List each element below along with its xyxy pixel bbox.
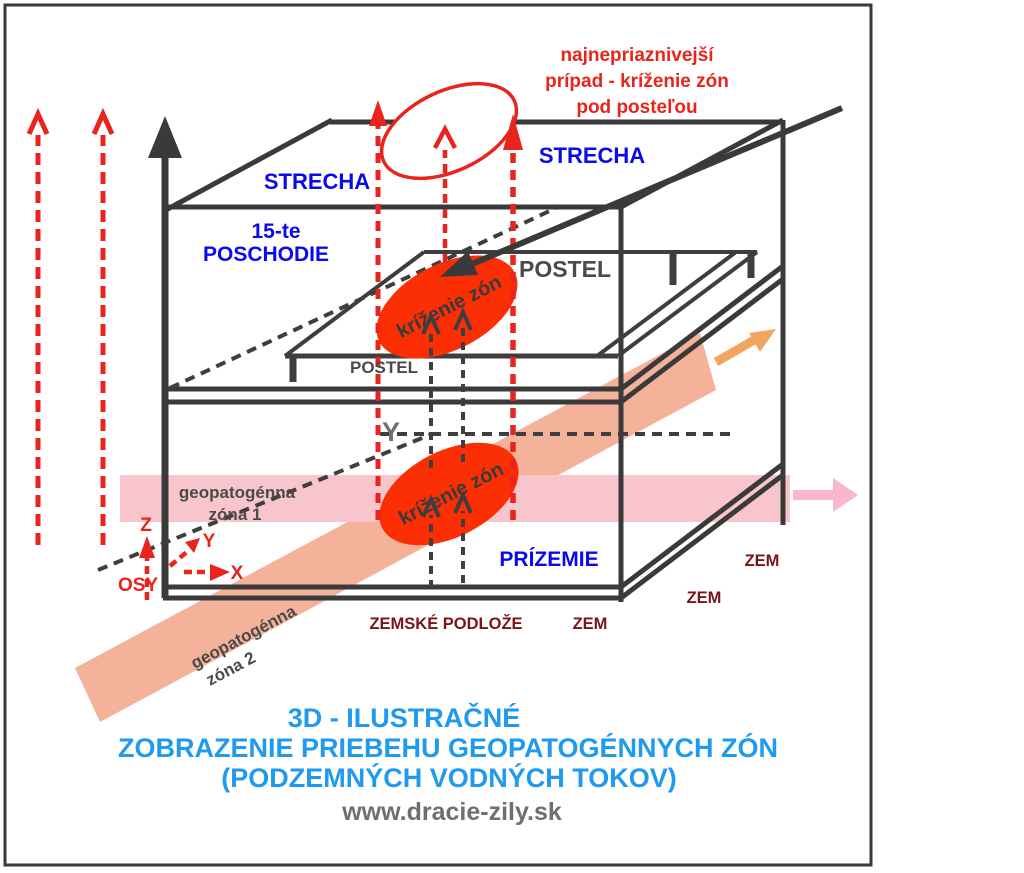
bed: [283, 250, 759, 382]
flow-arrow-a1-head-icon: [421, 494, 441, 518]
floor-slab-lines: [163, 386, 621, 405]
y-axis-arrowhead-icon: [185, 538, 200, 553]
roof-left-label: STRECHA: [264, 169, 370, 194]
guide-dashes: [97, 206, 730, 572]
z-axis-arrowhead-icon: [139, 536, 155, 558]
axes-title: OSY: [118, 575, 158, 596]
worst-case-ellipse: [379, 81, 519, 181]
zem-back-label: ZEM: [745, 552, 780, 570]
y-depth-marker-label: Y: [382, 417, 400, 447]
annotation-pointer-shaft: [470, 105, 844, 267]
flow-arrow-b1-head-icon: [453, 490, 473, 514]
zone1-label-line2: zóna 1: [209, 505, 262, 524]
annotation-line1: najnepriaznivejší: [560, 45, 714, 66]
bed-right-edge-inner: [595, 250, 738, 358]
title-line3: (PODZEMNÝCH VODNÝCH TOKOV): [221, 762, 677, 793]
floor-slab-depth-diagonals: [619, 264, 785, 404]
left-wall-arrowhead-icon: [148, 116, 182, 158]
title-line2: ZOBRAZENIE PRIEBEHU GEOPATOGÉNNYCH ZÓN: [118, 732, 778, 763]
zem-mid-label: ZEM: [687, 589, 722, 607]
roof-left-diagonal: [162, 117, 334, 214]
annotation-line2: prípad - kríženie zón: [545, 71, 729, 92]
projection-left-arrowhead-icon: [369, 100, 387, 126]
roof-right-label: STRECHA: [539, 143, 645, 168]
bed-front-label: POSTEL: [350, 358, 418, 377]
axes-widget: Z Y X OSY: [118, 515, 244, 600]
rising-left-head-icon: [91, 107, 115, 136]
lower-depth-dashed-line: [97, 432, 433, 572]
z-axis-label: Z: [140, 515, 152, 536]
annotation-pointer-arrowhead-icon: [440, 251, 478, 277]
border-frame: [3, 3, 873, 867]
title-line1: 3D - ILUSTRAČNÉ: [288, 702, 521, 733]
annotation-line3: pod posteľou: [576, 97, 697, 118]
zem-front-label: ZEM: [573, 615, 608, 633]
zone-projection-lines: [26, 107, 516, 545]
crossing-lower-ellipse: [379, 442, 519, 546]
subsoil-label: ZEMSKÉ PODLOŽE: [369, 614, 522, 633]
y-axis-label: Y: [203, 531, 216, 552]
bed-right-edge: [616, 250, 759, 358]
x-axis-arrowhead-icon: [210, 564, 230, 581]
zone2-direction-arrow-shaft: [713, 335, 759, 366]
ground-floor-label: PRÍZEMIE: [499, 548, 598, 571]
projection-center-head-icon: [433, 124, 457, 150]
floor15-label-line1: 15-te: [251, 220, 300, 243]
flow-arrow-b2-head-icon: [453, 307, 473, 331]
y-axis-dashes: [168, 549, 190, 568]
bed-back-label: POSTEL: [519, 256, 611, 282]
floor15-label-line2: POSCHODIE: [203, 243, 329, 266]
rising-far-left-head-icon: [26, 107, 50, 136]
x-axis-label: X: [231, 563, 244, 584]
energy-flow-dashed-arrows: [421, 307, 473, 588]
ground-slab-depth-diagonals: [619, 462, 785, 600]
crossing-zone-upper: kríženie zón: [376, 255, 518, 359]
crossing-zone-lower: kríženie zón: [379, 442, 519, 546]
zone2-direction-arrowhead-icon: [749, 329, 776, 352]
bed-left-edge: [283, 250, 426, 358]
zone1-direction-arrowhead-icon: [833, 478, 858, 512]
bed-legs: [289, 252, 755, 382]
zone1-label-line1: geopatogénna: [179, 483, 296, 502]
website-label: www.dracie-zily.sk: [341, 798, 562, 826]
crossing-upper-ellipse: [376, 255, 518, 359]
flow-arrow-a2-head-icon: [421, 311, 441, 335]
upper-depth-dashed-line: [169, 206, 557, 390]
ground-slab-lines: [163, 584, 621, 601]
projection-right-arrowhead-icon: [503, 114, 523, 150]
